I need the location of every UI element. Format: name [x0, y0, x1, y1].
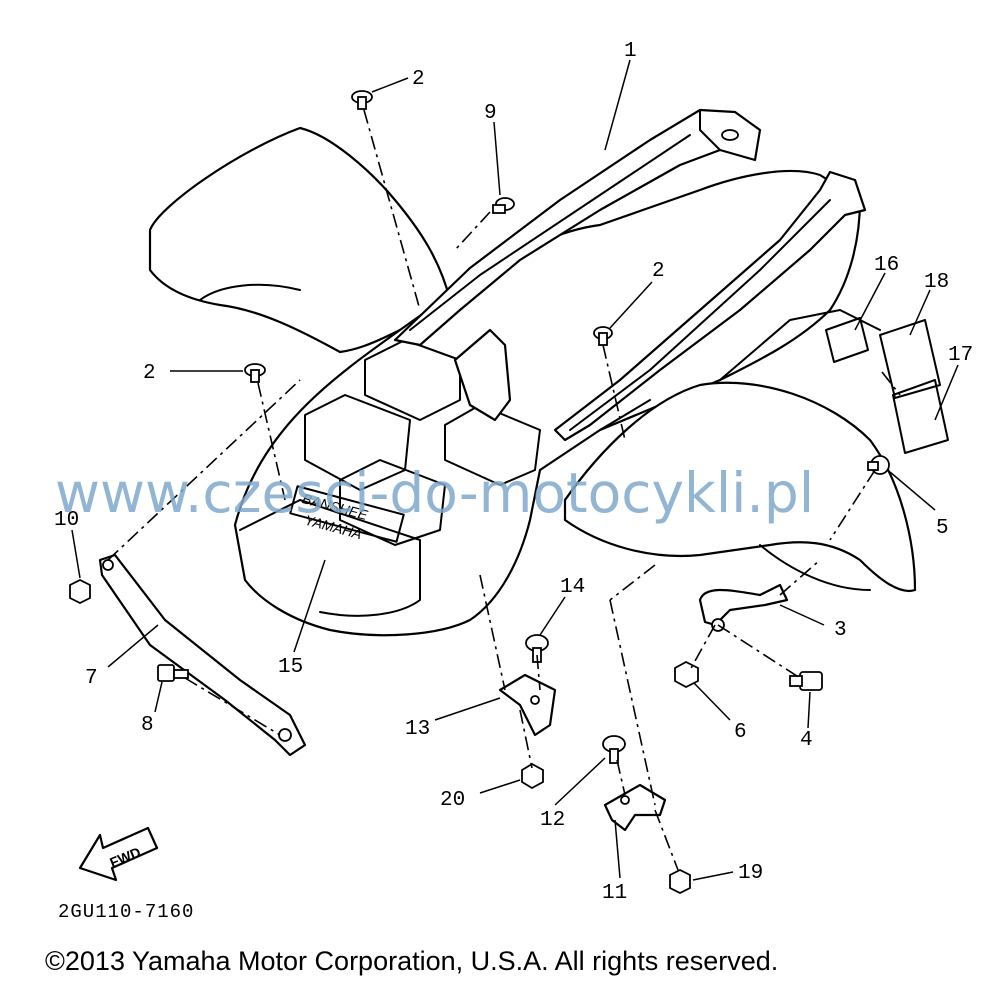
callout-17: 17 — [948, 344, 973, 367]
decal-16 — [825, 317, 869, 363]
callout-14: 14 — [560, 576, 585, 599]
fwd-arrow-icon: FWD — [78, 826, 159, 882]
hardware — [69, 90, 890, 895]
callout-numbers: 2 1 9 2 2 16 18 17 5 3 4 6 10 7 8 15 13 … — [54, 40, 973, 905]
bracket-11 — [603, 783, 667, 832]
decal-17 — [892, 379, 949, 454]
callout-7: 7 — [85, 667, 98, 690]
callout-6: 6 — [734, 721, 747, 744]
callout-5: 5 — [936, 517, 949, 540]
callout-18: 18 — [924, 271, 949, 294]
fender-stay — [98, 553, 307, 757]
decal-18 — [879, 319, 941, 399]
callout-9: 9 — [484, 102, 497, 125]
callout-15: 15 — [278, 656, 303, 679]
callout-16: 16 — [874, 254, 899, 277]
callout-11: 11 — [602, 882, 627, 905]
leader-lines — [71, 59, 959, 881]
diagram-code: 2GU110-7160 — [58, 901, 194, 923]
callout-2-top: 2 — [412, 68, 425, 91]
grab-bar-right — [553, 170, 867, 442]
assembly-lines — [107, 109, 901, 871]
rear-fender-body — [148, 126, 917, 637]
copyright-notice: ©2013 Yamaha Motor Corporation, U.S.A. A… — [45, 946, 778, 976]
watermark: www.czesci-do-motocykli.pl — [55, 461, 814, 525]
callout-13: 13 — [405, 718, 430, 741]
callout-2-mid: 2 — [652, 260, 665, 283]
callout-1: 1 — [624, 40, 637, 63]
callout-3: 3 — [834, 619, 847, 642]
bracket-3 — [698, 583, 789, 627]
callout-2-left: 2 — [143, 362, 156, 385]
callout-19: 19 — [738, 862, 763, 885]
callout-4: 4 — [800, 729, 813, 752]
callout-8: 8 — [141, 714, 154, 737]
center-bracket — [453, 328, 512, 422]
callout-20: 20 — [440, 789, 465, 812]
grab-bar-left — [393, 108, 762, 347]
bracket-13 — [498, 673, 557, 737]
callout-10: 10 — [54, 509, 79, 532]
callout-12: 12 — [540, 809, 565, 832]
